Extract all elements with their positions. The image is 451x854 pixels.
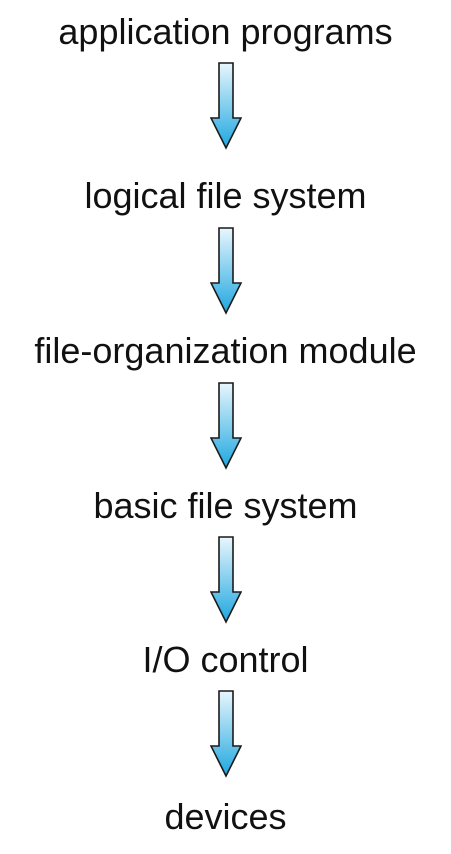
down-arrow-icon bbox=[210, 382, 242, 470]
down-arrow-icon bbox=[210, 690, 242, 778]
layer-io-control: I/O control bbox=[142, 639, 309, 680]
layer-basic-file-system: basic file system bbox=[93, 485, 358, 526]
layer-logical-file-system: logical file system bbox=[84, 175, 367, 216]
layer-devices: devices bbox=[164, 796, 287, 837]
layer-file-organization-module: file-organization module bbox=[34, 330, 417, 371]
down-arrow-icon bbox=[210, 62, 242, 150]
layer-application-programs: application programs bbox=[58, 11, 393, 52]
down-arrow-icon bbox=[210, 536, 242, 624]
down-arrow-icon bbox=[210, 227, 242, 315]
